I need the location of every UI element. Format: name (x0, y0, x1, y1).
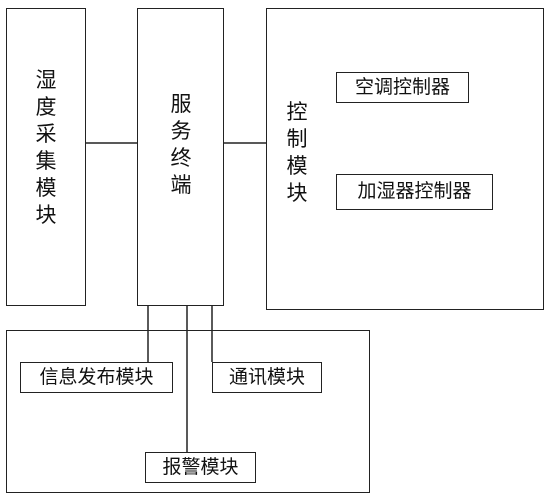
service-terminal: 服务终端 (137, 8, 224, 306)
alarm-module: 报警模块 (145, 452, 256, 483)
ac-controller: 空调控制器 (336, 72, 469, 103)
info-publish-module: 信息发布模块 (20, 362, 173, 393)
control-module-label: 控制模块 (286, 100, 308, 205)
humidity-collection-module-label: 湿度采集模块 (35, 68, 57, 227)
bottom-module-group (6, 330, 370, 493)
control-module: 控制模块 (266, 8, 544, 310)
humidity-collection-module: 湿度采集模块 (6, 8, 86, 306)
humidifier-controller: 加湿器控制器 (336, 174, 493, 210)
service-terminal-label: 服务终端 (170, 92, 192, 197)
communication-module: 通讯模块 (212, 362, 322, 393)
